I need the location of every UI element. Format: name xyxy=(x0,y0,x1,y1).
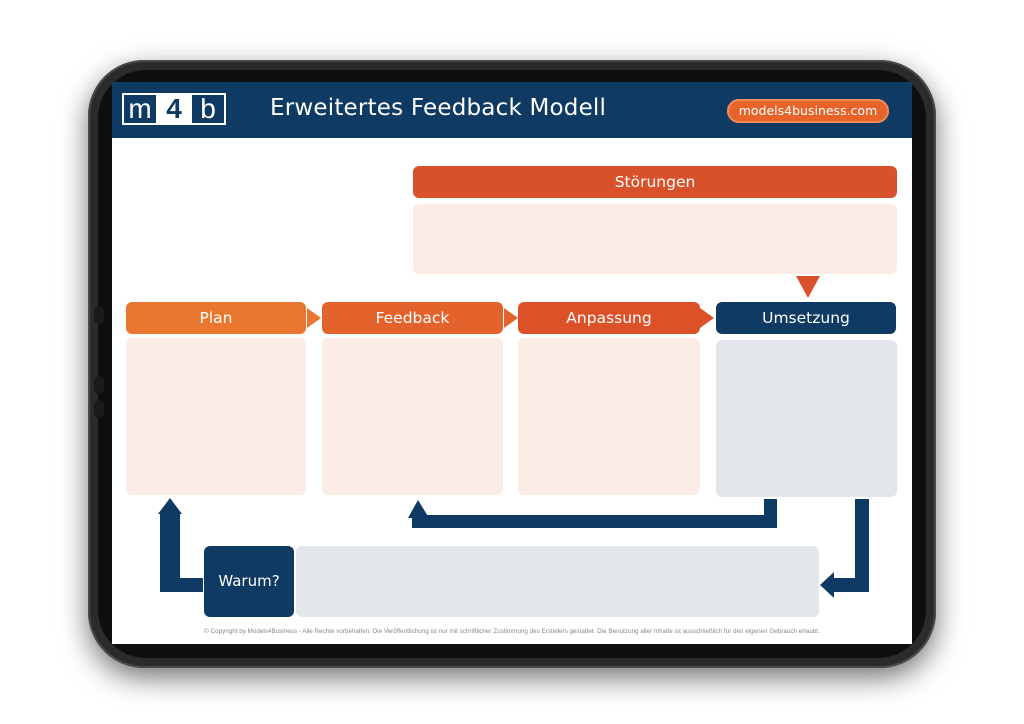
reason-label-box: Warum? xyxy=(204,546,294,617)
copyright-notice: © Copyright by Models4Business - Alle Re… xyxy=(204,628,820,635)
stage-feedback-header: Feedback xyxy=(322,302,503,334)
screen: m 4 b Erweitertes Feedback Modell models… xyxy=(112,82,912,644)
umsetzung-to-reason-arrow xyxy=(834,499,869,592)
tablet-side-button xyxy=(94,376,104,394)
logo-letter-b: b xyxy=(200,93,216,124)
stage-umsetzung-panel[interactable] xyxy=(716,340,897,497)
header-bar: m 4 b Erweitertes Feedback Modell models… xyxy=(112,82,912,138)
stage-anpassung-panel[interactable] xyxy=(518,338,700,495)
stage-plan-panel[interactable] xyxy=(126,338,306,495)
logo-digit-4: 4 xyxy=(156,95,192,123)
flow-arrows xyxy=(158,276,869,598)
stage-feedback-panel[interactable] xyxy=(322,338,503,495)
umsetzung-to-feedback-loop-arrow xyxy=(412,499,777,528)
stage-anpassung-header: Anpassung xyxy=(518,302,700,334)
plan-up-arrowhead xyxy=(158,498,182,514)
reason-left-arrowhead xyxy=(820,572,834,598)
page-title: Erweitertes Feedback Modell xyxy=(270,95,607,121)
stage-plan-header: Plan xyxy=(126,302,306,334)
loop-up-arrowhead xyxy=(408,500,429,518)
plan-to-feedback-arrow xyxy=(307,308,321,328)
anpassung-to-umsetzung-arrow xyxy=(700,308,714,328)
reason-to-plan-arrow xyxy=(160,514,203,592)
reason-panel[interactable] xyxy=(296,546,819,617)
tablet-side-button xyxy=(94,400,104,418)
tablet-side-button xyxy=(94,306,104,324)
disturbances-panel[interactable] xyxy=(413,204,897,274)
disturbances-header: Störungen xyxy=(413,166,897,198)
stage-umsetzung-header: Umsetzung xyxy=(716,302,896,334)
feedback-to-anpassung-arrow xyxy=(504,308,518,328)
website-link[interactable]: models4business.com xyxy=(727,99,889,123)
disturbance-down-arrow xyxy=(796,276,820,298)
logo-letter-m: m xyxy=(128,93,152,124)
m4b-logo: m 4 b xyxy=(122,93,226,125)
